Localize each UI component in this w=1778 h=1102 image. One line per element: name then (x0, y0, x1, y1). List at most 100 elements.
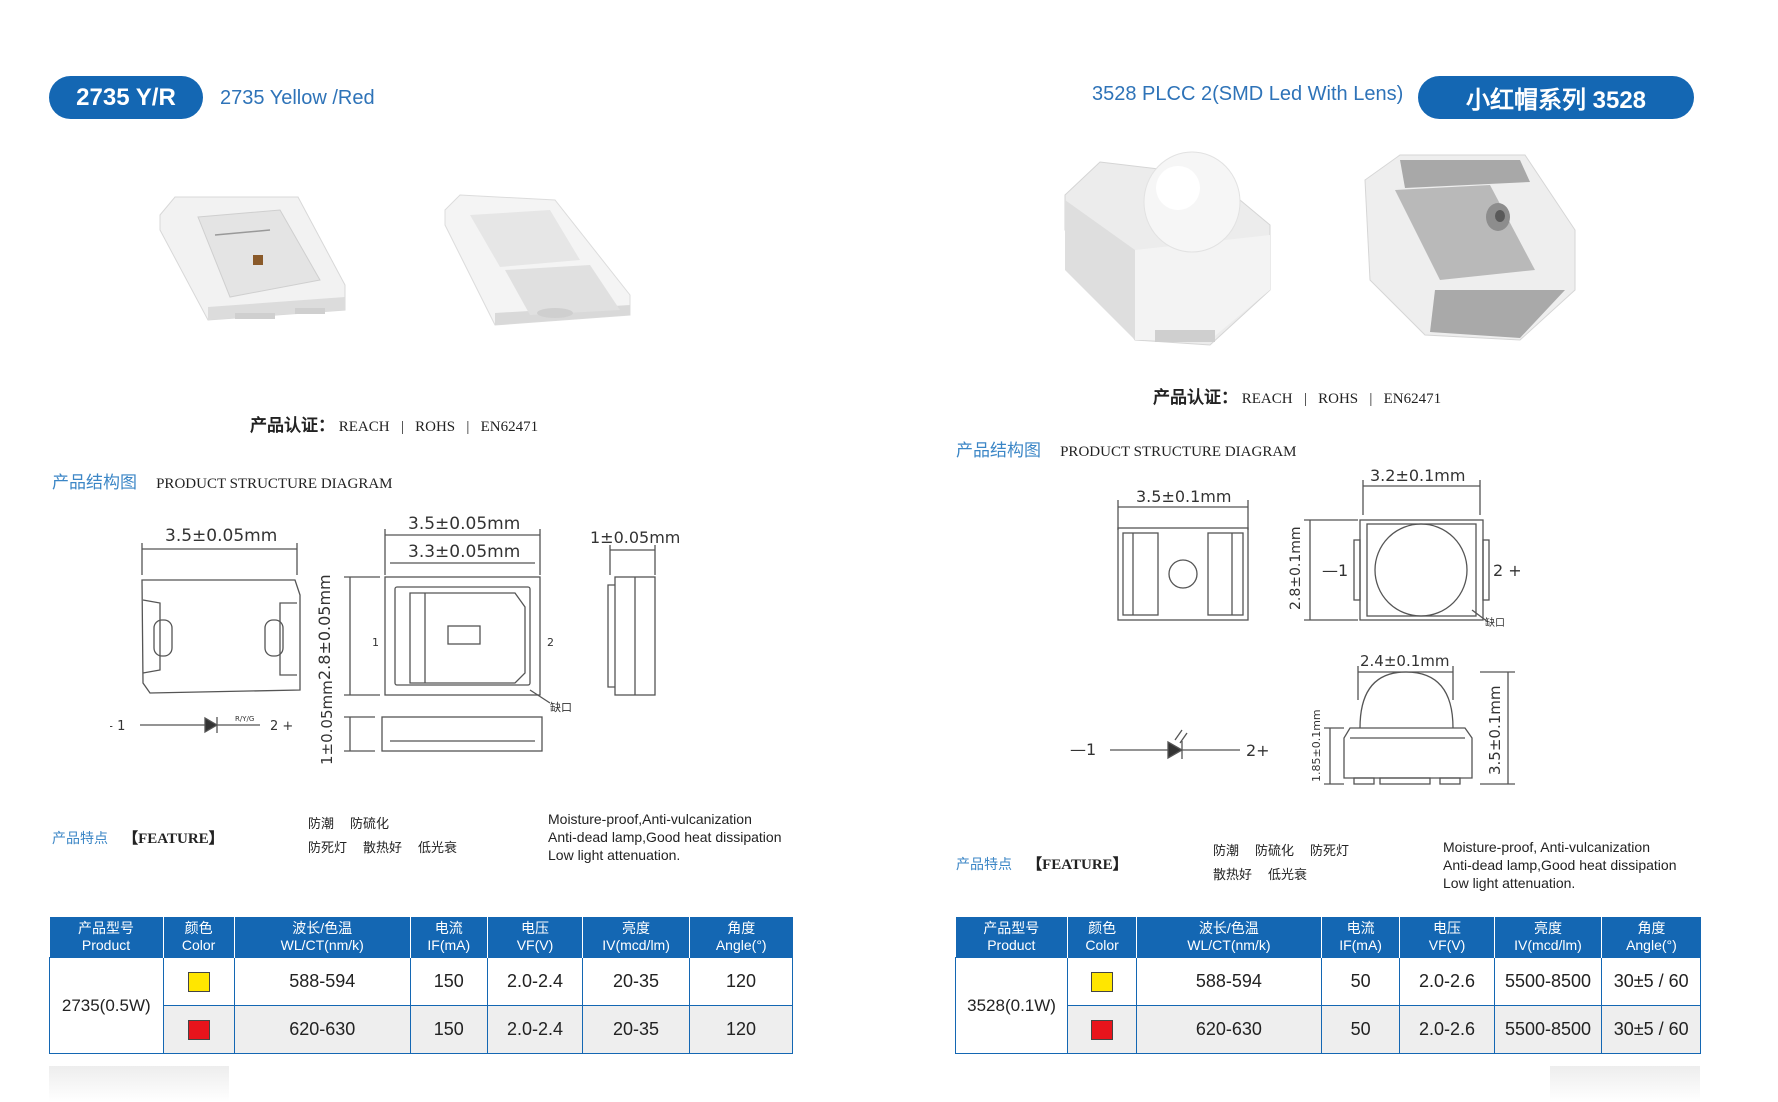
top-view: 3.2±0.1mm 2.8±0.1mm —1 2 + 缺口 (1288, 466, 1522, 629)
side-view: 1±0.05mm (590, 528, 680, 696)
table-row: 2735(0.5W) 588-594 150 2.0-2.4 20-35 120 (49, 957, 794, 1054)
section-title-en: PRODUCT STRUCTURE DIAGRAM (156, 476, 393, 492)
notch-label: 缺口 (1485, 616, 1505, 629)
thickness-view: 1±0.05mm (318, 680, 543, 765)
brightness-cell: 5500-8500 (1493, 957, 1603, 1006)
feature-en-line: Moisture-proof,Anti-vulcanization (548, 811, 752, 827)
dim-total-label: 3.5±0.1mm (1486, 685, 1504, 775)
dim-top-label: 3.2±0.1mm (1370, 466, 1465, 485)
voltage-cell: 2.0-2.6 (1399, 1005, 1495, 1054)
brightness-cell: 5500-8500 (1493, 1005, 1603, 1054)
dim-height-label: 2.8±0.1mm (1288, 526, 1304, 610)
feature-heading-3528: 产品特点 【FEATURE】 (956, 853, 1128, 874)
section-title-cn: 产品结构图 (956, 441, 1041, 461)
dim-thickness-label: 1±0.05mm (318, 680, 336, 765)
cert-label: 产品认证： (250, 416, 335, 436)
cert-reach: REACH (1241, 391, 1293, 407)
table-row: 3528(0.1W) 588-594 50 2.0-2.6 5500-8500 … (954, 957, 1701, 1054)
feature-item: 防潮 (1213, 844, 1240, 859)
feature-item: 防潮 (308, 817, 335, 832)
bottom-view: 3.5±0.1mm (1117, 487, 1249, 621)
feature-en-line: Anti-dead lamp,Good heat dissipation (548, 829, 782, 845)
led-lens-chip-front (1064, 151, 1271, 346)
product-subtitle-3528: 3528 PLCC 2(SMD Led With Lens) (1092, 83, 1404, 105)
current-cell: 150 (409, 1005, 488, 1054)
circuit-minus-label: —1 (1070, 740, 1096, 759)
product-cell: 3528(0.1W) (954, 957, 1069, 1054)
feature-heading-2735: 产品特点 【FEATURE】 (52, 827, 224, 848)
feature-item: 低光衰 (1268, 868, 1308, 883)
wavelength-cell: 588-594 (233, 957, 411, 1006)
structure-diagram-3528: 3.5±0.1mm 3.2±0.1mm 2.8±0.1mm —1 2 + 缺口 … (1070, 466, 1522, 785)
dim-inner-label: 3.3±0.05mm (408, 542, 520, 562)
dim-width-label: 3.5±0.1mm (1136, 487, 1231, 506)
cert-rohs: ROHS (1318, 391, 1359, 407)
cert-en62471: EN62471 (1383, 391, 1442, 407)
feature-item: 防硫化 (1255, 844, 1295, 859)
feature-en-line: Low light attenuation. (548, 847, 681, 863)
dim-side-label: 1±0.05mm (590, 528, 680, 547)
pin-plus-label: 2 + (1493, 561, 1522, 580)
feature-list-cn-3528: 防潮防硫化防死灯 散热好低光衰 (1213, 840, 1365, 888)
circuit-plus-label: 2 + (270, 719, 293, 734)
brightness-cell: 20-35 (582, 957, 690, 1006)
cert-rohs: ROHS (415, 419, 456, 435)
feature-cn-line: 防潮防硫化 (308, 813, 473, 837)
led-chip-back-view (444, 194, 631, 326)
cert-en62471: EN62471 (480, 419, 539, 435)
feature-label-en: 【FEATURE】 (123, 831, 224, 847)
notch-label: 缺口 (550, 700, 572, 714)
structure-diagram-heading-2735: 产品结构图 PRODUCT STRUCTURE DIAGRAM (52, 468, 393, 493)
dim-outer-label: 3.5±0.05mm (408, 515, 520, 534)
circuit-minus-label: — 1 (110, 719, 125, 734)
current-cell: 50 (1320, 957, 1401, 1006)
red-swatch (1091, 1020, 1114, 1041)
feature-item: 散热好 (363, 841, 403, 856)
feature-en-line: Low light attenuation. (1443, 875, 1576, 891)
structure-diagram-2735: 3.5±0.05mm 3.5±0.05mm 3.3±0.05mm 1 2 缺口 … (110, 515, 680, 765)
angle-cell: 120 (688, 957, 794, 1006)
wavelength-cell: 588-594 (1136, 957, 1322, 1006)
side-view: 2.4±0.1mm 1.85±0.1mm 3.5±0.1mm (1310, 652, 1515, 785)
dim-width-label: 3.5±0.05mm (165, 526, 277, 546)
feature-cn-line: 防潮防硫化防死灯 (1213, 840, 1365, 864)
circuit-color-label: R/Y/G (235, 715, 254, 723)
feature-list-en-3528: Moisture-proof, Anti-vulcanization Anti-… (1443, 838, 1676, 892)
feature-item: 低光衰 (418, 841, 458, 856)
feature-cn-line: 防死灯散热好低光衰 (308, 837, 473, 861)
feature-item: 防死灯 (308, 841, 348, 856)
voltage-cell: 2.0-2.6 (1399, 957, 1495, 1006)
current-cell: 50 (1320, 1005, 1401, 1054)
certification-line-2735: 产品认证： REACH | ROHS | EN62471 (250, 411, 538, 436)
wavelength-cell: 620-630 (1136, 1005, 1322, 1054)
product-photo-2735 (159, 194, 631, 326)
feature-item: 散热好 (1213, 868, 1253, 883)
circuit-symbol: — 1 R/Y/G 2 + (110, 715, 293, 734)
table-row: 620-630 50 2.0-2.6 5500-8500 30±5 / 60 (956, 1005, 1701, 1054)
feature-list-cn-2735: 防潮防硫化 防死灯散热好低光衰 (308, 813, 473, 861)
yellow-swatch (1091, 972, 1114, 993)
feature-label-cn: 产品特点 (956, 857, 1012, 873)
section-title-cn: 产品结构图 (52, 473, 137, 493)
led-lens-chip-back (1364, 154, 1576, 341)
feature-item: 防硫化 (350, 817, 390, 832)
color-cell (1067, 1005, 1138, 1054)
pin-minus-label: —1 (1322, 561, 1348, 580)
dim-base-label: 1.85±0.1mm (1310, 709, 1323, 782)
led-chip-front-view (159, 196, 346, 321)
voltage-cell: 2.0-2.4 (486, 1005, 584, 1054)
dim-height-label: 2.8±0.05mm (315, 574, 334, 680)
angle-cell: 30±5 / 60 (1601, 957, 1701, 1006)
